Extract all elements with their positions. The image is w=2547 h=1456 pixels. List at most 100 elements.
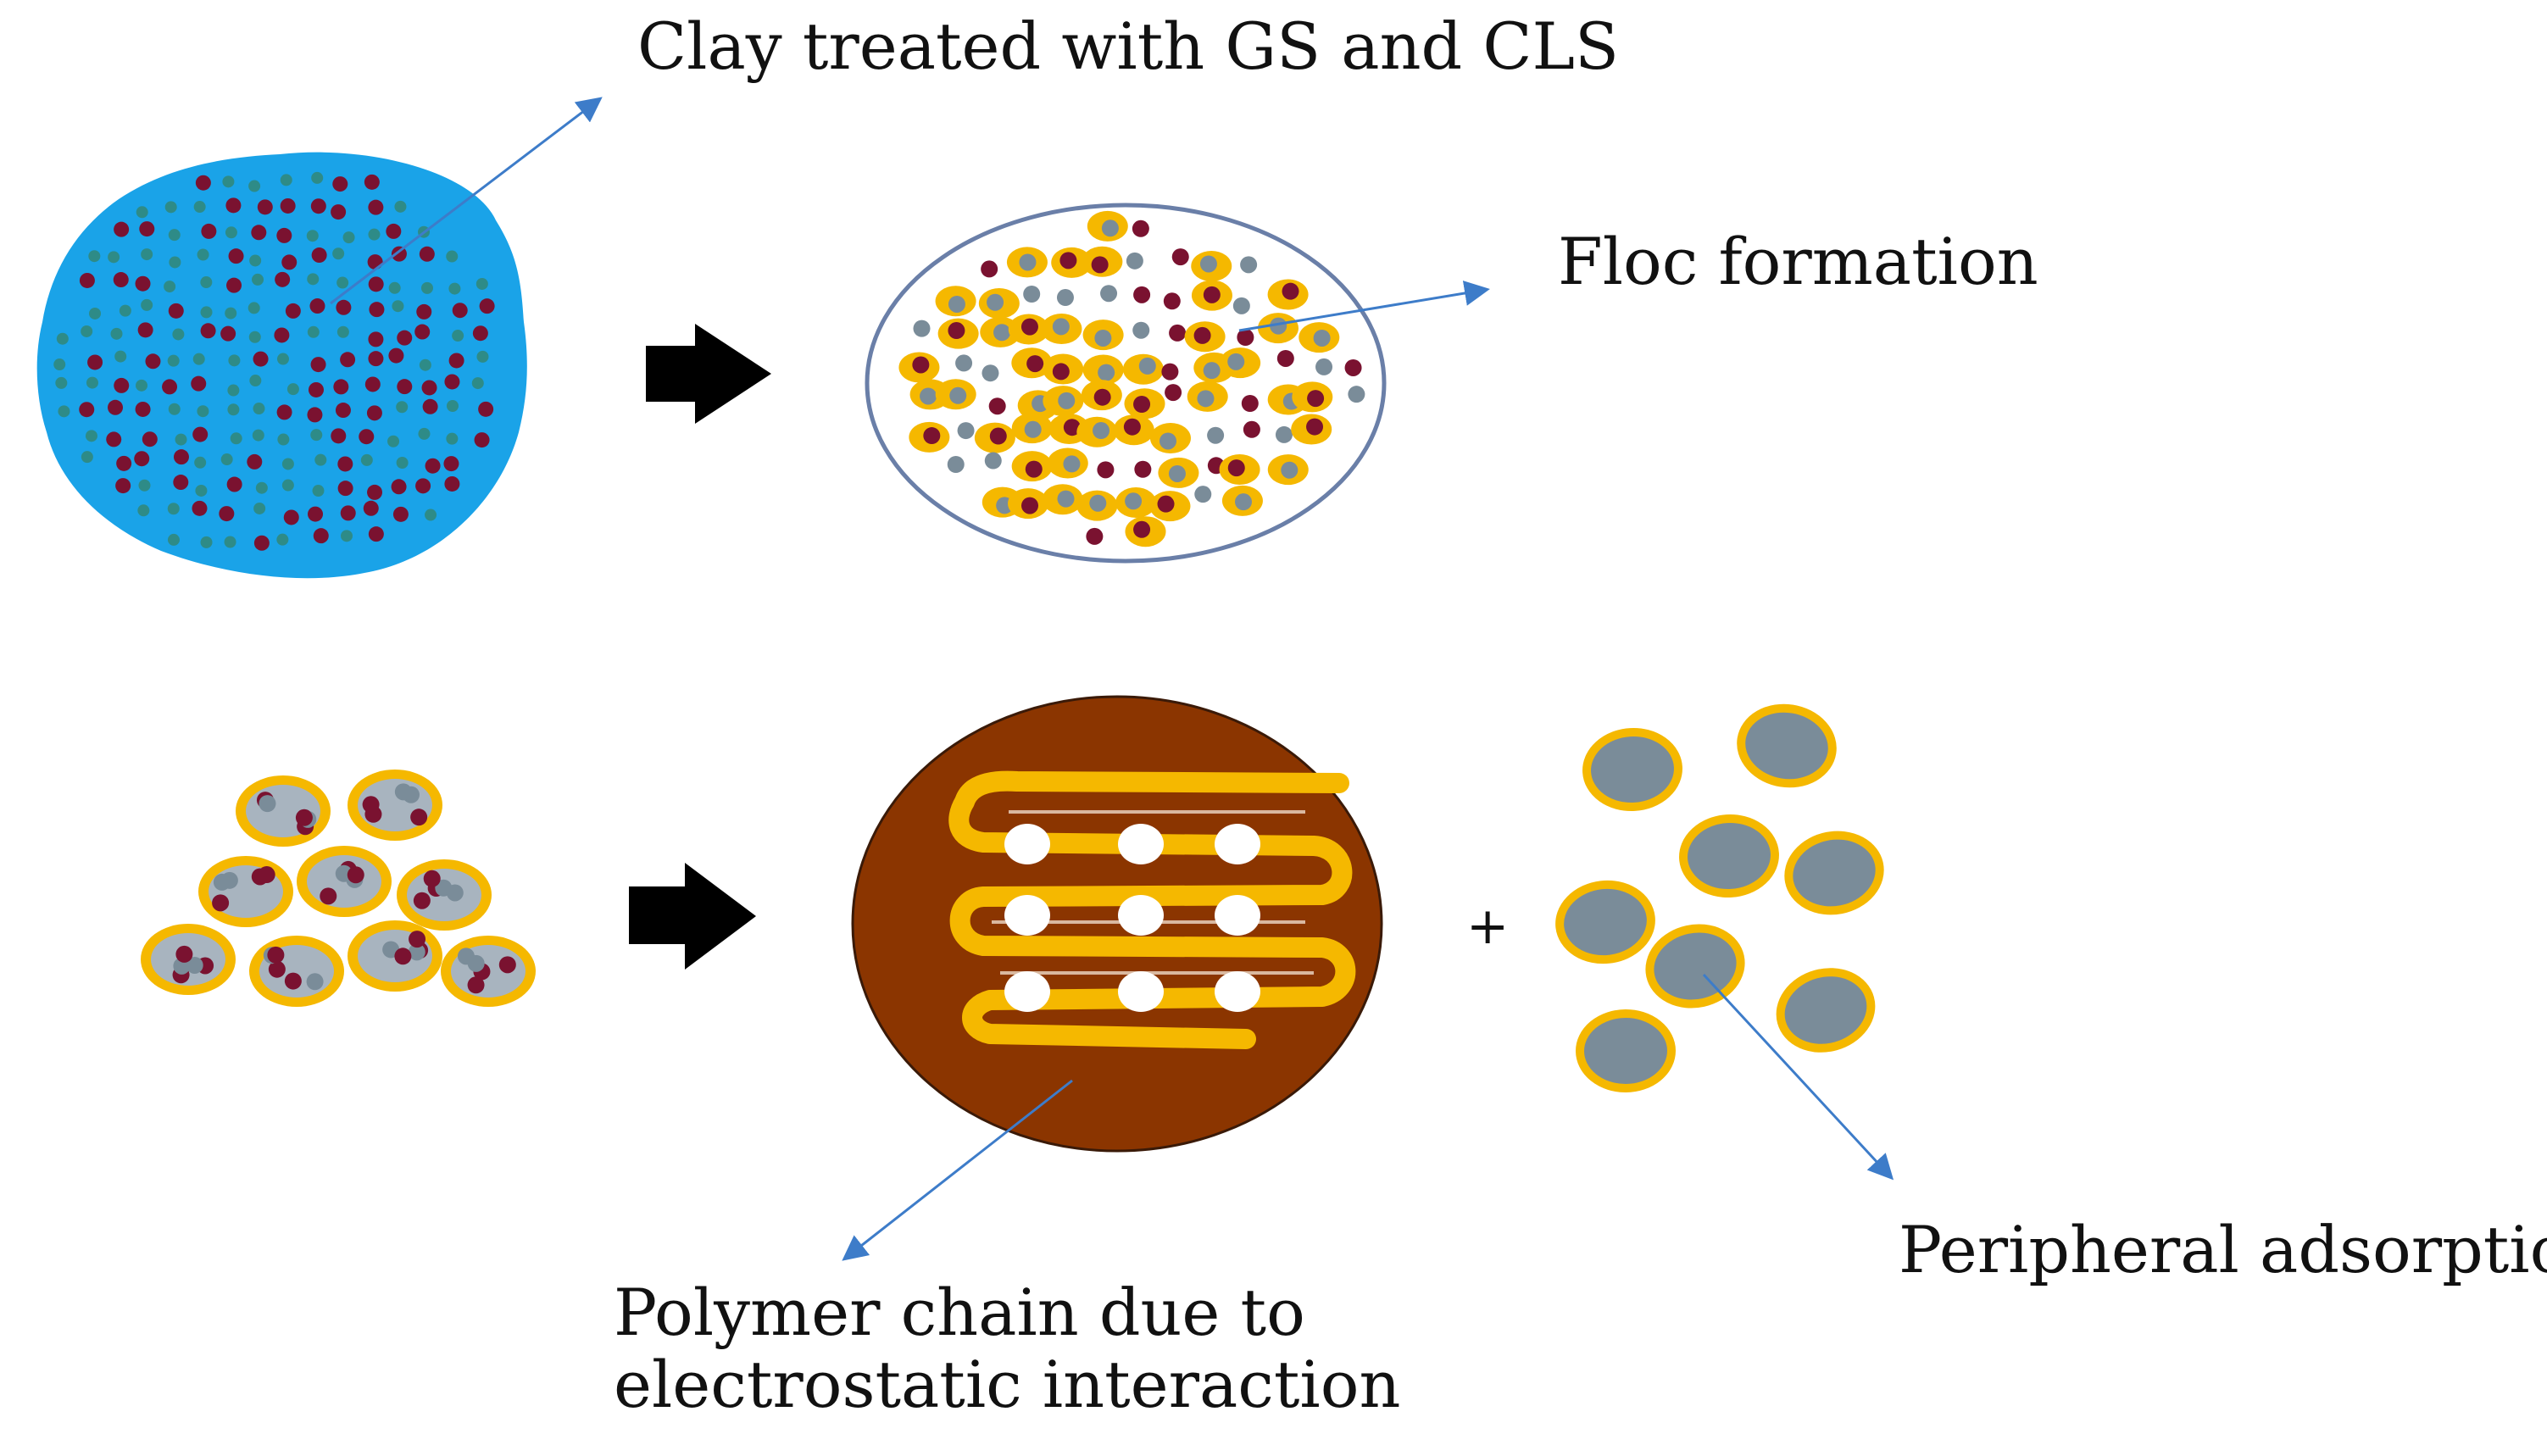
teal-particle bbox=[224, 536, 236, 548]
polymer-label-pointer bbox=[842, 1079, 1073, 1261]
teal-particle bbox=[248, 180, 261, 192]
teal-particle bbox=[89, 307, 102, 320]
maroon-particle bbox=[145, 353, 161, 370]
maroon-particle bbox=[308, 506, 324, 522]
maroon-particle bbox=[168, 303, 184, 319]
gray-particle bbox=[947, 455, 965, 473]
maroon-particle bbox=[397, 379, 413, 395]
gray-particle bbox=[993, 324, 1011, 342]
white-bead bbox=[1215, 824, 1260, 864]
teal-particle bbox=[281, 458, 294, 470]
teal-particle bbox=[276, 353, 289, 365]
teal-particle bbox=[277, 433, 290, 446]
maroon-particle bbox=[363, 500, 379, 516]
gray-particle bbox=[1057, 490, 1075, 508]
gray-particle bbox=[1348, 386, 1365, 403]
teal-particle bbox=[81, 451, 93, 464]
teal-particle bbox=[253, 403, 265, 415]
maroon-particle bbox=[359, 429, 375, 445]
teal-particle bbox=[138, 479, 151, 492]
maroon-particle bbox=[364, 805, 382, 823]
plus-sign: + bbox=[1466, 897, 1510, 956]
maroon-particle bbox=[115, 478, 131, 494]
teal-particle bbox=[110, 327, 123, 340]
maroon-particle bbox=[422, 398, 438, 414]
adsorbed-particle bbox=[1679, 814, 1779, 898]
floc-formation-label: Floc formation bbox=[1558, 224, 2038, 299]
maroon-particle bbox=[388, 347, 404, 364]
gray-particle bbox=[1100, 285, 1118, 303]
maroon-particle bbox=[416, 303, 432, 320]
maroon-particle bbox=[452, 303, 468, 319]
polymer-chain-label: Polymer chain due to electrostatic inter… bbox=[614, 1276, 1400, 1420]
maroon-particle bbox=[191, 375, 207, 392]
maroon-particle bbox=[134, 451, 150, 467]
floc-label-pointer bbox=[1238, 281, 1490, 332]
maroon-particle bbox=[284, 972, 302, 990]
teal-particle bbox=[281, 479, 294, 492]
maroon-particle bbox=[397, 330, 413, 346]
maroon-particle bbox=[253, 351, 269, 367]
clay-label-pointer bbox=[330, 97, 603, 305]
maroon-particle bbox=[419, 246, 435, 262]
teal-particle bbox=[252, 273, 264, 286]
maroon-particle bbox=[444, 374, 460, 390]
maroon-particle bbox=[1306, 418, 1324, 436]
maroon-particle bbox=[425, 458, 441, 474]
teal-particle bbox=[336, 325, 349, 338]
maroon-particle bbox=[137, 322, 153, 338]
teal-particle bbox=[396, 456, 409, 469]
maroon-particle bbox=[1021, 497, 1039, 514]
teal-particle bbox=[249, 254, 262, 267]
teal-particle bbox=[164, 201, 177, 214]
teal-particle bbox=[168, 229, 181, 242]
gray-particle bbox=[1270, 317, 1287, 335]
maroon-particle bbox=[1165, 384, 1182, 402]
maroon-particle bbox=[226, 476, 242, 492]
teal-particle bbox=[85, 430, 97, 442]
maroon-particle bbox=[391, 246, 407, 262]
maroon-particle bbox=[367, 254, 383, 270]
teal-particle bbox=[200, 536, 213, 548]
maroon-particle bbox=[1097, 461, 1115, 479]
gray-particle bbox=[1089, 494, 1107, 512]
gray-particle bbox=[1159, 432, 1176, 450]
gray-particle bbox=[1024, 420, 1042, 438]
teal-particle bbox=[341, 530, 353, 542]
maroon-particle bbox=[368, 199, 384, 215]
teal-particle bbox=[200, 276, 213, 289]
teal-particle bbox=[220, 453, 233, 466]
maroon-particle bbox=[113, 272, 129, 288]
teal-particle bbox=[136, 206, 148, 219]
polymer-bridge-disk bbox=[851, 695, 1383, 1153]
maroon-particle bbox=[285, 303, 301, 319]
adsorbed-particle bbox=[1784, 831, 1884, 915]
teal-particle bbox=[172, 328, 185, 341]
maroon-particle bbox=[225, 197, 242, 214]
maroon-particle bbox=[1282, 282, 1299, 300]
teal-particle bbox=[306, 230, 319, 242]
teal-particle bbox=[137, 504, 150, 517]
gray-particle bbox=[982, 364, 999, 382]
maroon-particle bbox=[135, 275, 151, 292]
maroon-particle bbox=[340, 352, 356, 368]
process-arrow-top bbox=[646, 324, 771, 424]
teal-particle bbox=[114, 350, 127, 363]
maroon-particle bbox=[498, 956, 516, 974]
teal-particle bbox=[312, 485, 325, 497]
adsorbed-particle bbox=[1776, 968, 1876, 1053]
maroon-particle bbox=[310, 357, 326, 373]
maroon-particle bbox=[116, 455, 132, 471]
white-bead bbox=[1215, 971, 1260, 1012]
teal-particle bbox=[56, 332, 69, 345]
gray-particle bbox=[1203, 362, 1221, 380]
maroon-particle bbox=[309, 298, 325, 314]
gray-particle bbox=[1052, 318, 1070, 336]
maroon-particle bbox=[219, 506, 235, 522]
maroon-particle bbox=[220, 325, 236, 342]
teal-particle bbox=[167, 503, 180, 515]
teal-particle bbox=[168, 403, 181, 415]
teal-particle bbox=[280, 174, 292, 186]
maroon-particle bbox=[332, 176, 348, 192]
